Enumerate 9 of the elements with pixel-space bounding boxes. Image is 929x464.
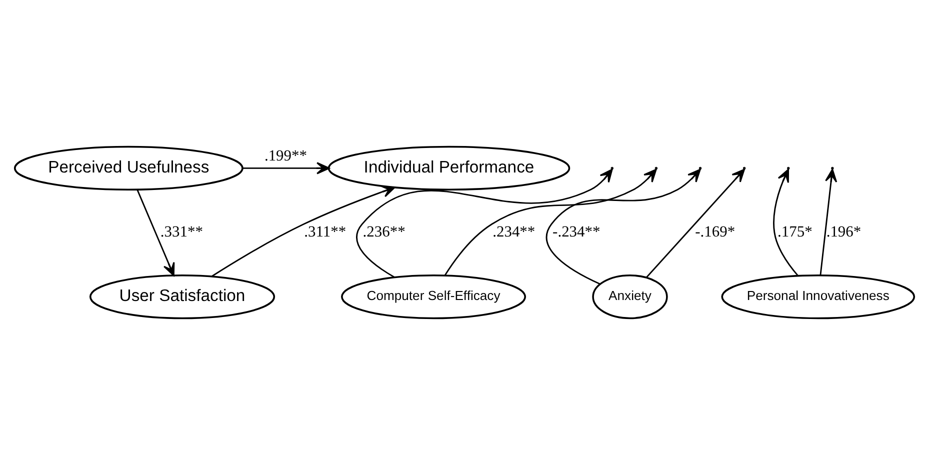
- edge-label: .175*: [778, 223, 812, 240]
- edge-label: -.169*: [695, 223, 736, 240]
- edge-label: .234**: [492, 223, 536, 240]
- edge-label: .196*: [826, 223, 862, 240]
- edge-label: .331**: [160, 223, 203, 240]
- edge-label: .236**: [362, 223, 406, 240]
- edge-label: .199**: [264, 146, 308, 164]
- edge-label: -.234**: [552, 223, 600, 240]
- edge-label: .311**: [304, 223, 346, 240]
